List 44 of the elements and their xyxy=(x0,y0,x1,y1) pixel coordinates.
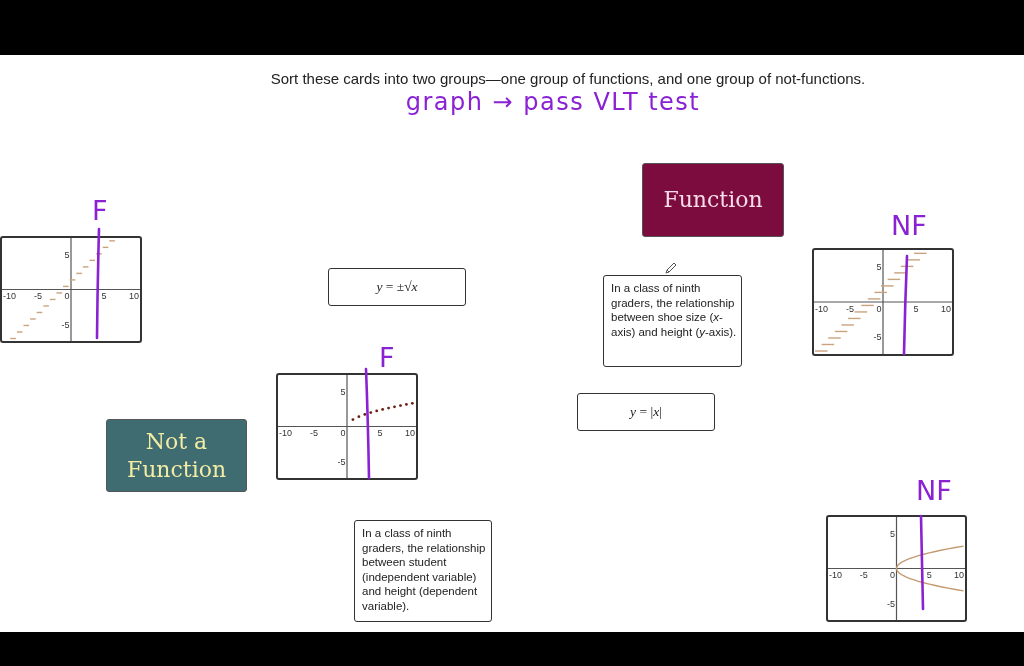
handwritten-note: F xyxy=(92,197,108,225)
tick-label: -5 xyxy=(873,332,882,342)
tick-label: 5 xyxy=(890,528,895,539)
tick-label: 0 xyxy=(890,570,895,580)
handwritten-note: graph → pass VLT test xyxy=(405,88,701,116)
tick-label: 5 xyxy=(340,386,346,397)
tick-label: 5 xyxy=(377,428,383,438)
graph-card xyxy=(0,236,142,343)
tick-label: 0 xyxy=(340,428,346,438)
handwritten-note: NF xyxy=(891,212,927,240)
tick-label: 5 xyxy=(876,262,882,272)
tick-label: -10 xyxy=(815,303,828,314)
tick-label: -10 xyxy=(829,570,842,580)
category-card: Not a Function xyxy=(106,419,247,492)
tick-label: -5 xyxy=(34,291,42,301)
instruction-text: Sort these cards into two groups—one group of functions, and one group of not-functions. xyxy=(270,70,866,87)
graph-card xyxy=(812,248,954,356)
tick-label: -5 xyxy=(61,319,70,330)
tick-label: 10 xyxy=(405,428,415,438)
handwritten-note: F xyxy=(379,344,395,372)
tick-label: 10 xyxy=(941,303,951,314)
tick-label: 10 xyxy=(129,291,139,301)
handwritten-note: NF xyxy=(916,477,952,505)
tick-label: -10 xyxy=(3,291,16,301)
tick-label: -5 xyxy=(859,570,868,580)
equation-card: y = ±√x xyxy=(328,268,466,306)
tick-label: -10 xyxy=(279,428,292,438)
tick-label: 5 xyxy=(913,303,919,314)
category-card: Function xyxy=(642,163,784,237)
tick-label: 0 xyxy=(64,291,70,301)
tick-label: -5 xyxy=(337,456,346,467)
tick-label: -5 xyxy=(846,303,854,314)
graph-card xyxy=(826,515,967,622)
text-card: In a class of ninth graders, the relationship between shoe size (x-axis) and height (y-axis). xyxy=(603,275,742,367)
tick-label: -5 xyxy=(310,428,318,438)
text-card: In a class of ninth graders, the relationship between student (independent variable) and height (dependent variable). xyxy=(354,520,492,622)
tick-label: 0 xyxy=(876,303,882,314)
equation-card: y = |x| xyxy=(577,393,715,431)
graph-card xyxy=(276,373,418,480)
tick-label: 5 xyxy=(101,291,107,301)
tick-label: 5 xyxy=(64,249,70,260)
tick-label: -5 xyxy=(887,598,895,609)
tick-label: 5 xyxy=(926,570,932,580)
tick-label: 10 xyxy=(954,570,964,580)
